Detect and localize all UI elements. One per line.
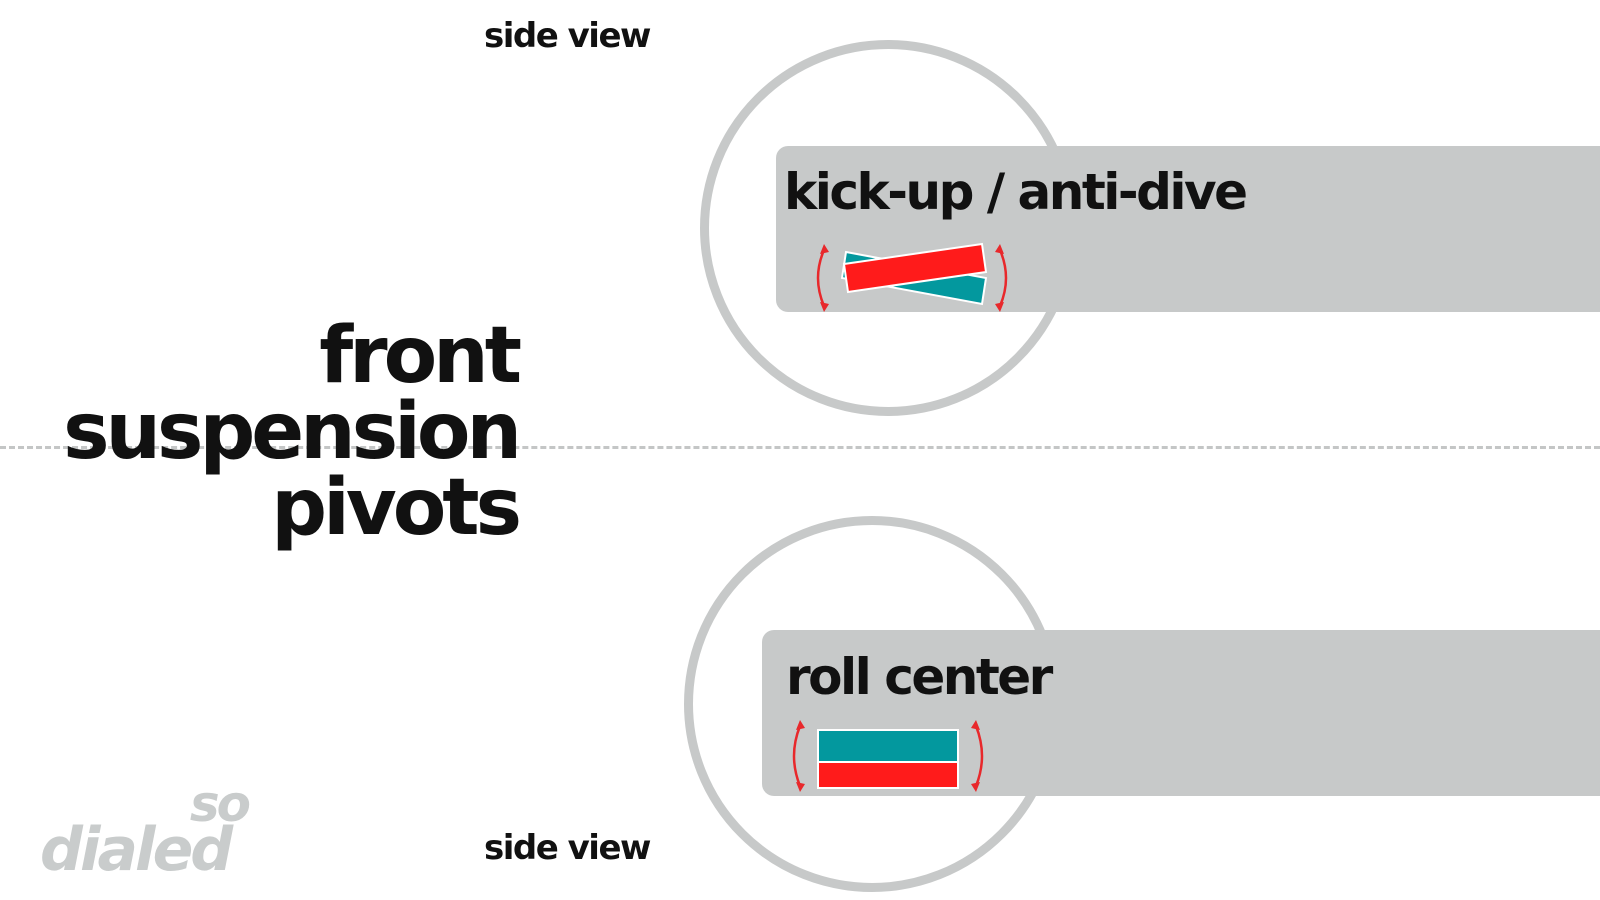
roll-center-pivot-diagram (792, 720, 984, 792)
roll-center-left-rotation-arrow-icon (792, 725, 802, 787)
roll-center-teal-bar (817, 729, 959, 763)
top-view-label: side view (484, 16, 651, 56)
kick-up-left-rotation-arrow-icon (816, 249, 826, 307)
kick-up-red-bar (842, 242, 988, 294)
so-dialed-logo: so dialed (36, 775, 256, 885)
bottom-view-label: side view (484, 828, 651, 868)
kick-up-right-rotation-arrow-icon (998, 249, 1008, 307)
main-title-line-1: front (319, 311, 522, 401)
roll-center-right-rotation-arrow-icon (974, 725, 984, 787)
roll-center-heading: roll center (786, 648, 1053, 706)
kick-up-heading: kick-up / anti-dive (784, 163, 1248, 221)
kick-up-pivot-diagram (816, 242, 1008, 312)
roll-center-red-bar (817, 761, 959, 789)
main-title-line-3: pivots (271, 463, 522, 553)
main-title-line-2: suspension (63, 387, 522, 477)
main-title: front suspension pivots (0, 311, 522, 553)
logo-line-1: so (189, 775, 251, 833)
logo-line-2: dialed (40, 815, 233, 885)
center-divider-line (0, 446, 1600, 449)
